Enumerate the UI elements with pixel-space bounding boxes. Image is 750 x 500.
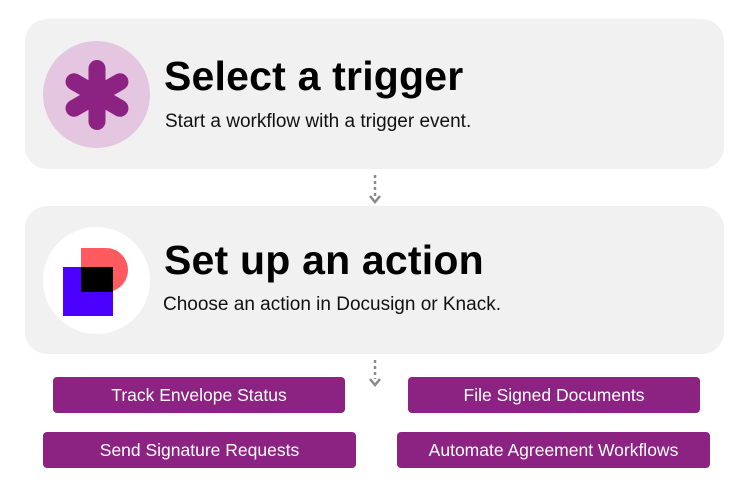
asterisk-icon [65, 59, 128, 130]
action-title: Set up an action [164, 237, 484, 283]
trigger-title: Select a trigger [164, 53, 464, 99]
action-pill-file-signed-documents[interactable]: File Signed Documents [408, 377, 700, 413]
trigger-icon-circle [43, 41, 150, 148]
action-icon-circle [43, 227, 150, 334]
connector-arrow [369, 360, 381, 387]
docusign-logo-icon [62, 247, 128, 316]
connector-arrow [369, 175, 381, 204]
action-pill-automate-agreement-workflows[interactable]: Automate Agreement Workflows [397, 432, 710, 468]
trigger-subtitle: Start a workflow with a trigger event. [165, 111, 472, 132]
action-subtitle: Choose an action in Docusign or Knack. [163, 294, 501, 315]
action-pill-send-signature-requests[interactable]: Send Signature Requests [43, 432, 356, 468]
action-pill-track-envelope-status[interactable]: Track Envelope Status [53, 377, 345, 413]
